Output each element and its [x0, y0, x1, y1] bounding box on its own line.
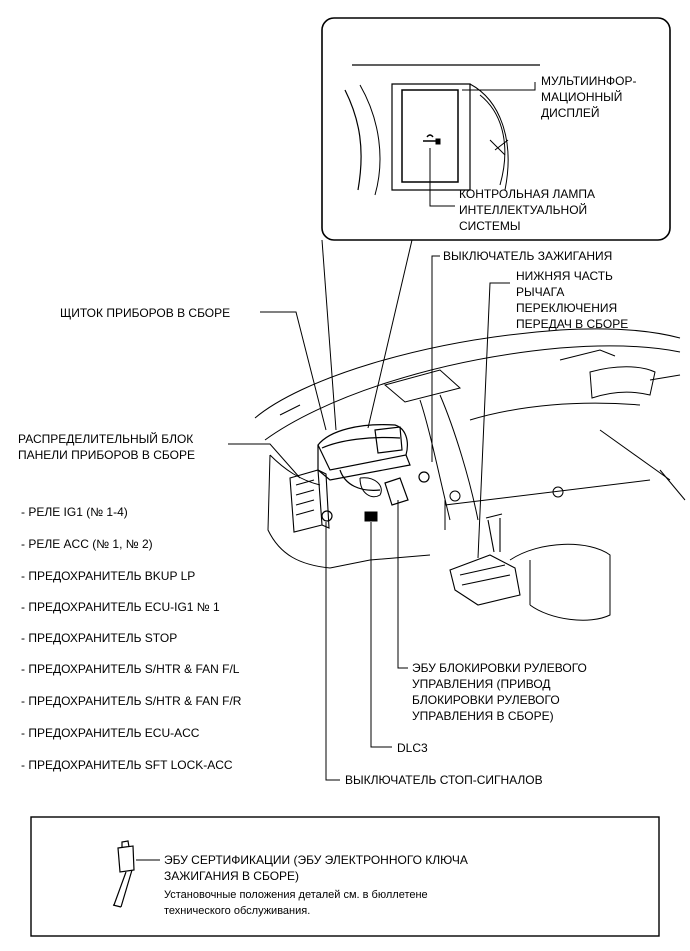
list-item: - ПРЕДОХРАНИТЕЛЬ ECU-ACC — [21, 726, 200, 740]
steering-lock-ecu — [384, 477, 409, 506]
label-ignition-switch: ВЫКЛЮЧАТЕЛЬ ЗАЖИГАНИЯ — [443, 249, 613, 263]
list-item: - ПРЕДОХРАНИТЕЛЬ STOP — [21, 631, 178, 645]
certification-ecu-title: ЭБУ СЕРТИФИКАЦИИ (ЭБУ ЭЛЕКТРОННОГО КЛЮЧА… — [164, 853, 468, 883]
dashboard-outline — [254, 328, 686, 621]
label-junction-block: РАСПРЕДЕЛИТЕЛЬНЫЙ БЛОК ПАНЕЛИ ПРИБОРОВ В… — [18, 432, 195, 462]
smart-lamp-icon — [423, 134, 441, 145]
list-item: - ПРЕДОХРАНИТЕЛЬ S/HTR & FAN F/R — [21, 694, 242, 708]
label-dlc3: DLC3 — [397, 741, 428, 755]
dlc3-connector — [364, 511, 378, 522]
label-multi-display: МУЛЬТИИНФОР- МАЦИОННЫЙ ДИСПЛЕЙ — [541, 74, 637, 120]
list-item: - РЕЛЕ IG1 (№ 1-4) — [21, 505, 128, 519]
junction-block — [289, 469, 330, 533]
certification-ecu-icon — [112, 840, 135, 908]
label-meter: ЩИТОК ПРИБОРОВ В СБОРЕ — [60, 306, 231, 320]
ignition-switch — [418, 471, 430, 483]
list-item: - ПРЕДОХРАНИТЕЛЬ ECU-IG1 № 1 — [21, 600, 220, 614]
certification-ecu-note: Установочные положения деталей см. в бюл… — [164, 889, 428, 917]
label-shift-lever: НИЖНЯЯ ЧАСТЬ РЫЧАГА ПЕРЕКЛЮЧЕНИЯ ПЕРЕДАЧ… — [516, 269, 629, 331]
meter-inset — [321, 17, 671, 241]
label-smart-lamp: КОНТРОЛЬНАЯ ЛАМПА ИНТЕЛЛЕКТУАЛЬНОЙ СИСТЕ… — [459, 187, 596, 233]
list-item: - ПРЕДОХРАНИТЕЛЬ SFT LOCK-ACC — [21, 758, 233, 772]
label-stop-switch: ВЫКЛЮЧАТЕЛЬ СТОП-СИГНАЛОВ — [345, 773, 543, 787]
label-steering-lock: ЭБУ БЛОКИРОВКИ РУЛЕВОГО УПРАВЛЕНИЯ (ПРИВ… — [412, 661, 587, 723]
list-item: - РЕЛЕ ACC (№ 1, № 2) — [21, 537, 153, 551]
list-item: - ПРЕДОХРАНИТЕЛЬ BKUP LP — [21, 569, 196, 583]
stop-lamp-switch — [321, 510, 333, 522]
certification-ecu-box — [30, 816, 660, 937]
shift-lever-assembly — [449, 513, 521, 606]
meter-cluster — [317, 424, 411, 491]
list-item: - ПРЕДОХРАНИТЕЛЬ S/HTR & FAN F/L — [21, 662, 240, 676]
